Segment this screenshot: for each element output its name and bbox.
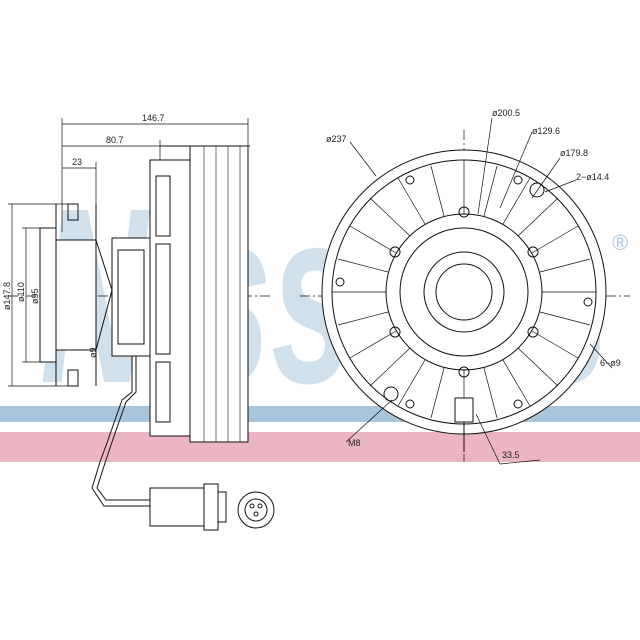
dim-mounting-holes-label: 6−ø9 — [600, 358, 621, 368]
fan-drum — [189, 145, 249, 443]
dim-flange-diameter-label: ø110 — [16, 282, 26, 302]
dim-flange-length — [62, 162, 97, 204]
clutch-rib-mid — [155, 243, 171, 355]
dim-offset-label: 33.5 — [502, 450, 520, 460]
connector-body — [149, 487, 205, 527]
dim-overall-length — [61, 118, 249, 232]
registered-mark: ® — [612, 230, 628, 255]
hub-centre — [435, 263, 493, 321]
hub-ring — [399, 227, 529, 357]
dim-overall-length-label: 146.7 — [142, 113, 165, 123]
dim-bolt-circle-label: ø179.8 — [560, 148, 588, 158]
side-view: 146.7 80.7 23 ø147.8 ø110 ø95 ø9 — [2, 113, 275, 531]
leader-lines — [345, 117, 613, 465]
mounting-flange — [39, 227, 57, 363]
connector-tip — [217, 491, 227, 523]
dim-flange-length-label: 23 — [72, 157, 82, 167]
connector-end-face — [237, 491, 275, 529]
sensor-cable-2 — [96, 356, 150, 501]
dim-blade-diameter-label: ø200.5 — [492, 108, 520, 118]
connector-collar — [203, 483, 219, 531]
front-view: ø237 ø200.5 ø129.6 ø179.8 2−ø14.4 6−ø9 M… — [300, 108, 630, 465]
dim-verticals — [8, 203, 70, 387]
clutch-rib-top — [155, 175, 171, 237]
flange-web — [55, 239, 97, 351]
flange-bolt-top — [67, 203, 79, 221]
bolt-holes — [335, 175, 593, 409]
dim-pilot-diameter-label: ø95 — [30, 288, 40, 304]
watermark-pink-stripe — [0, 432, 640, 462]
dim-outer-diameter-label: ø147.8 — [2, 282, 12, 310]
clutch-rib-bottom — [155, 361, 171, 423]
hub-inner — [117, 249, 145, 345]
dim-hub-length — [62, 140, 161, 160]
hub-face — [423, 251, 505, 333]
fan-fins — [203, 146, 241, 442]
dim-bolt-hole-label: ø9 — [88, 347, 98, 358]
flange-bolt-bottom — [67, 369, 79, 387]
dim-hub-diameter-label: ø129.6 — [532, 126, 560, 136]
sensor-block — [454, 397, 474, 423]
radial-fins — [332, 160, 596, 424]
dim-threaded-holes-label: 2−ø14.4 — [576, 172, 609, 182]
dim-hub-length-label: 80.7 — [106, 135, 124, 145]
sensor-cable — [91, 356, 150, 507]
dim-thread-label: M8 — [348, 438, 361, 448]
dim-overall-diameter-label: ø237 — [326, 134, 347, 144]
